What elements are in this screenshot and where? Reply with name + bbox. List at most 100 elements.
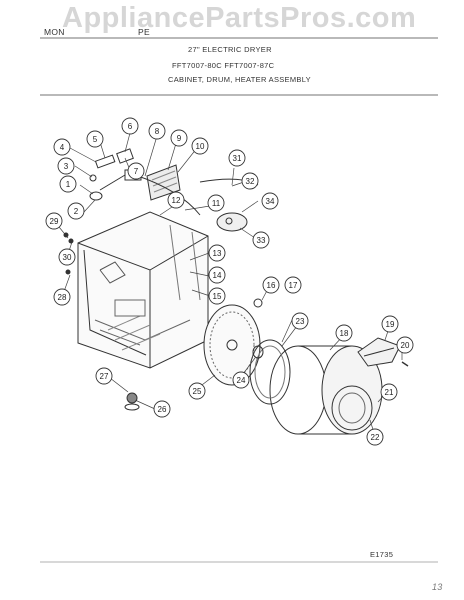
callout-number: 27: [100, 372, 109, 381]
callout-number: 12: [172, 196, 181, 205]
drum-roller: [252, 345, 264, 359]
callout-circle: [148, 122, 166, 140]
callout-circle: [121, 117, 139, 135]
callout-number: 34: [266, 197, 275, 206]
callout-2: 2: [67, 202, 85, 220]
callout-circle: [53, 288, 71, 306]
callout-number: 4: [60, 143, 65, 152]
callout-24: 24: [232, 371, 250, 389]
callout-26: 26: [153, 400, 171, 418]
fasteners: [63, 232, 409, 411]
callout-number: 3: [64, 162, 69, 171]
callout-5: 5: [86, 130, 104, 148]
model-numbers: FFT7007-80C FFT7007-87C: [172, 61, 275, 70]
callout-number: 26: [158, 405, 167, 414]
callout-circle: [232, 371, 250, 389]
callout-number: 25: [193, 387, 202, 396]
callout-14: 14: [208, 266, 226, 284]
callout-number: 21: [385, 388, 394, 397]
callout-32: 32: [241, 172, 259, 190]
callout-number: 24: [237, 376, 246, 385]
callout-19: 19: [381, 315, 399, 333]
callout-circle: [45, 212, 63, 230]
callout-number: 14: [213, 271, 222, 280]
brand-label: MON: [44, 27, 65, 37]
callout-16: 16: [262, 276, 280, 294]
heater-assembly: [357, 337, 401, 367]
callout-13: 13: [208, 244, 226, 262]
callout-circle: [167, 191, 185, 209]
callout-20: 20: [396, 336, 414, 354]
callout-27: 27: [95, 367, 113, 385]
callout-30: 30: [58, 248, 76, 266]
rear-bulkhead: [203, 304, 261, 386]
callout-number: 2: [74, 207, 79, 216]
callout-number: 30: [63, 253, 72, 262]
callout-circle: [291, 312, 309, 330]
drum-seal: [249, 339, 291, 405]
control-parts: [89, 148, 201, 216]
callout-9: 9: [170, 129, 188, 147]
callout-circle: [86, 130, 104, 148]
callout-circle: [252, 231, 270, 249]
callout-circle: [208, 244, 226, 262]
callout-number: 11: [212, 199, 221, 208]
callout-23: 23: [291, 312, 309, 330]
callout-circle: [191, 137, 209, 155]
callout-circle: [153, 400, 171, 418]
callout-number: 9: [177, 134, 182, 143]
callout-12: 12: [167, 191, 185, 209]
callout-circle: [284, 276, 302, 294]
page-title: 27" ELECTRIC DRYER: [188, 45, 272, 54]
callout-17: 17: [284, 276, 302, 294]
callout-10: 10: [191, 137, 209, 155]
callout-7: 7: [127, 162, 145, 180]
callout-6: 6: [121, 117, 139, 135]
watermark: AppliancePartsPros.com: [62, 2, 417, 34]
callout-number: 28: [58, 293, 67, 302]
callout-circle: [208, 266, 226, 284]
callout-number: 17: [289, 281, 298, 290]
callout-8: 8: [148, 122, 166, 140]
callout-number: 22: [371, 433, 380, 442]
callout-22: 22: [366, 428, 384, 446]
callout-25: 25: [188, 382, 206, 400]
callout-number: 7: [134, 167, 139, 176]
callout-number: 20: [401, 341, 410, 350]
callout-circle: [170, 129, 188, 147]
callout-circle: [380, 383, 398, 401]
callout-28: 28: [53, 288, 71, 306]
callout-number: 19: [386, 320, 395, 329]
callout-29: 29: [45, 212, 63, 230]
callout-circle: [262, 276, 280, 294]
callout-circle: [241, 172, 259, 190]
callout-1: 1: [59, 175, 77, 193]
cabinet: [77, 211, 209, 369]
callout-number: 23: [296, 317, 305, 326]
callout-circle: [207, 194, 225, 212]
page-marker: 13: [432, 582, 443, 592]
callout-31: 31: [228, 149, 246, 167]
callout-circle: [59, 175, 77, 193]
callout-circle: [95, 367, 113, 385]
callout-circle: [228, 149, 246, 167]
callout-18: 18: [335, 324, 353, 342]
callout-circle: [396, 336, 414, 354]
callout-circle: [261, 192, 279, 210]
callout-number: 32: [246, 177, 255, 186]
callout-number: 29: [50, 217, 59, 226]
callout-circle: [127, 162, 145, 180]
callout-circle: [188, 382, 206, 400]
callout-circle: [335, 324, 353, 342]
callout-number: 10: [196, 142, 205, 151]
model-label: PE: [138, 27, 150, 37]
figure-id: E1735: [370, 550, 394, 559]
callout-circle: [381, 315, 399, 333]
callout-number: 16: [267, 281, 276, 290]
callout-33: 33: [252, 231, 270, 249]
callout-circle: [58, 248, 76, 266]
callout-number: 18: [340, 329, 349, 338]
callout-number: 33: [257, 236, 266, 245]
